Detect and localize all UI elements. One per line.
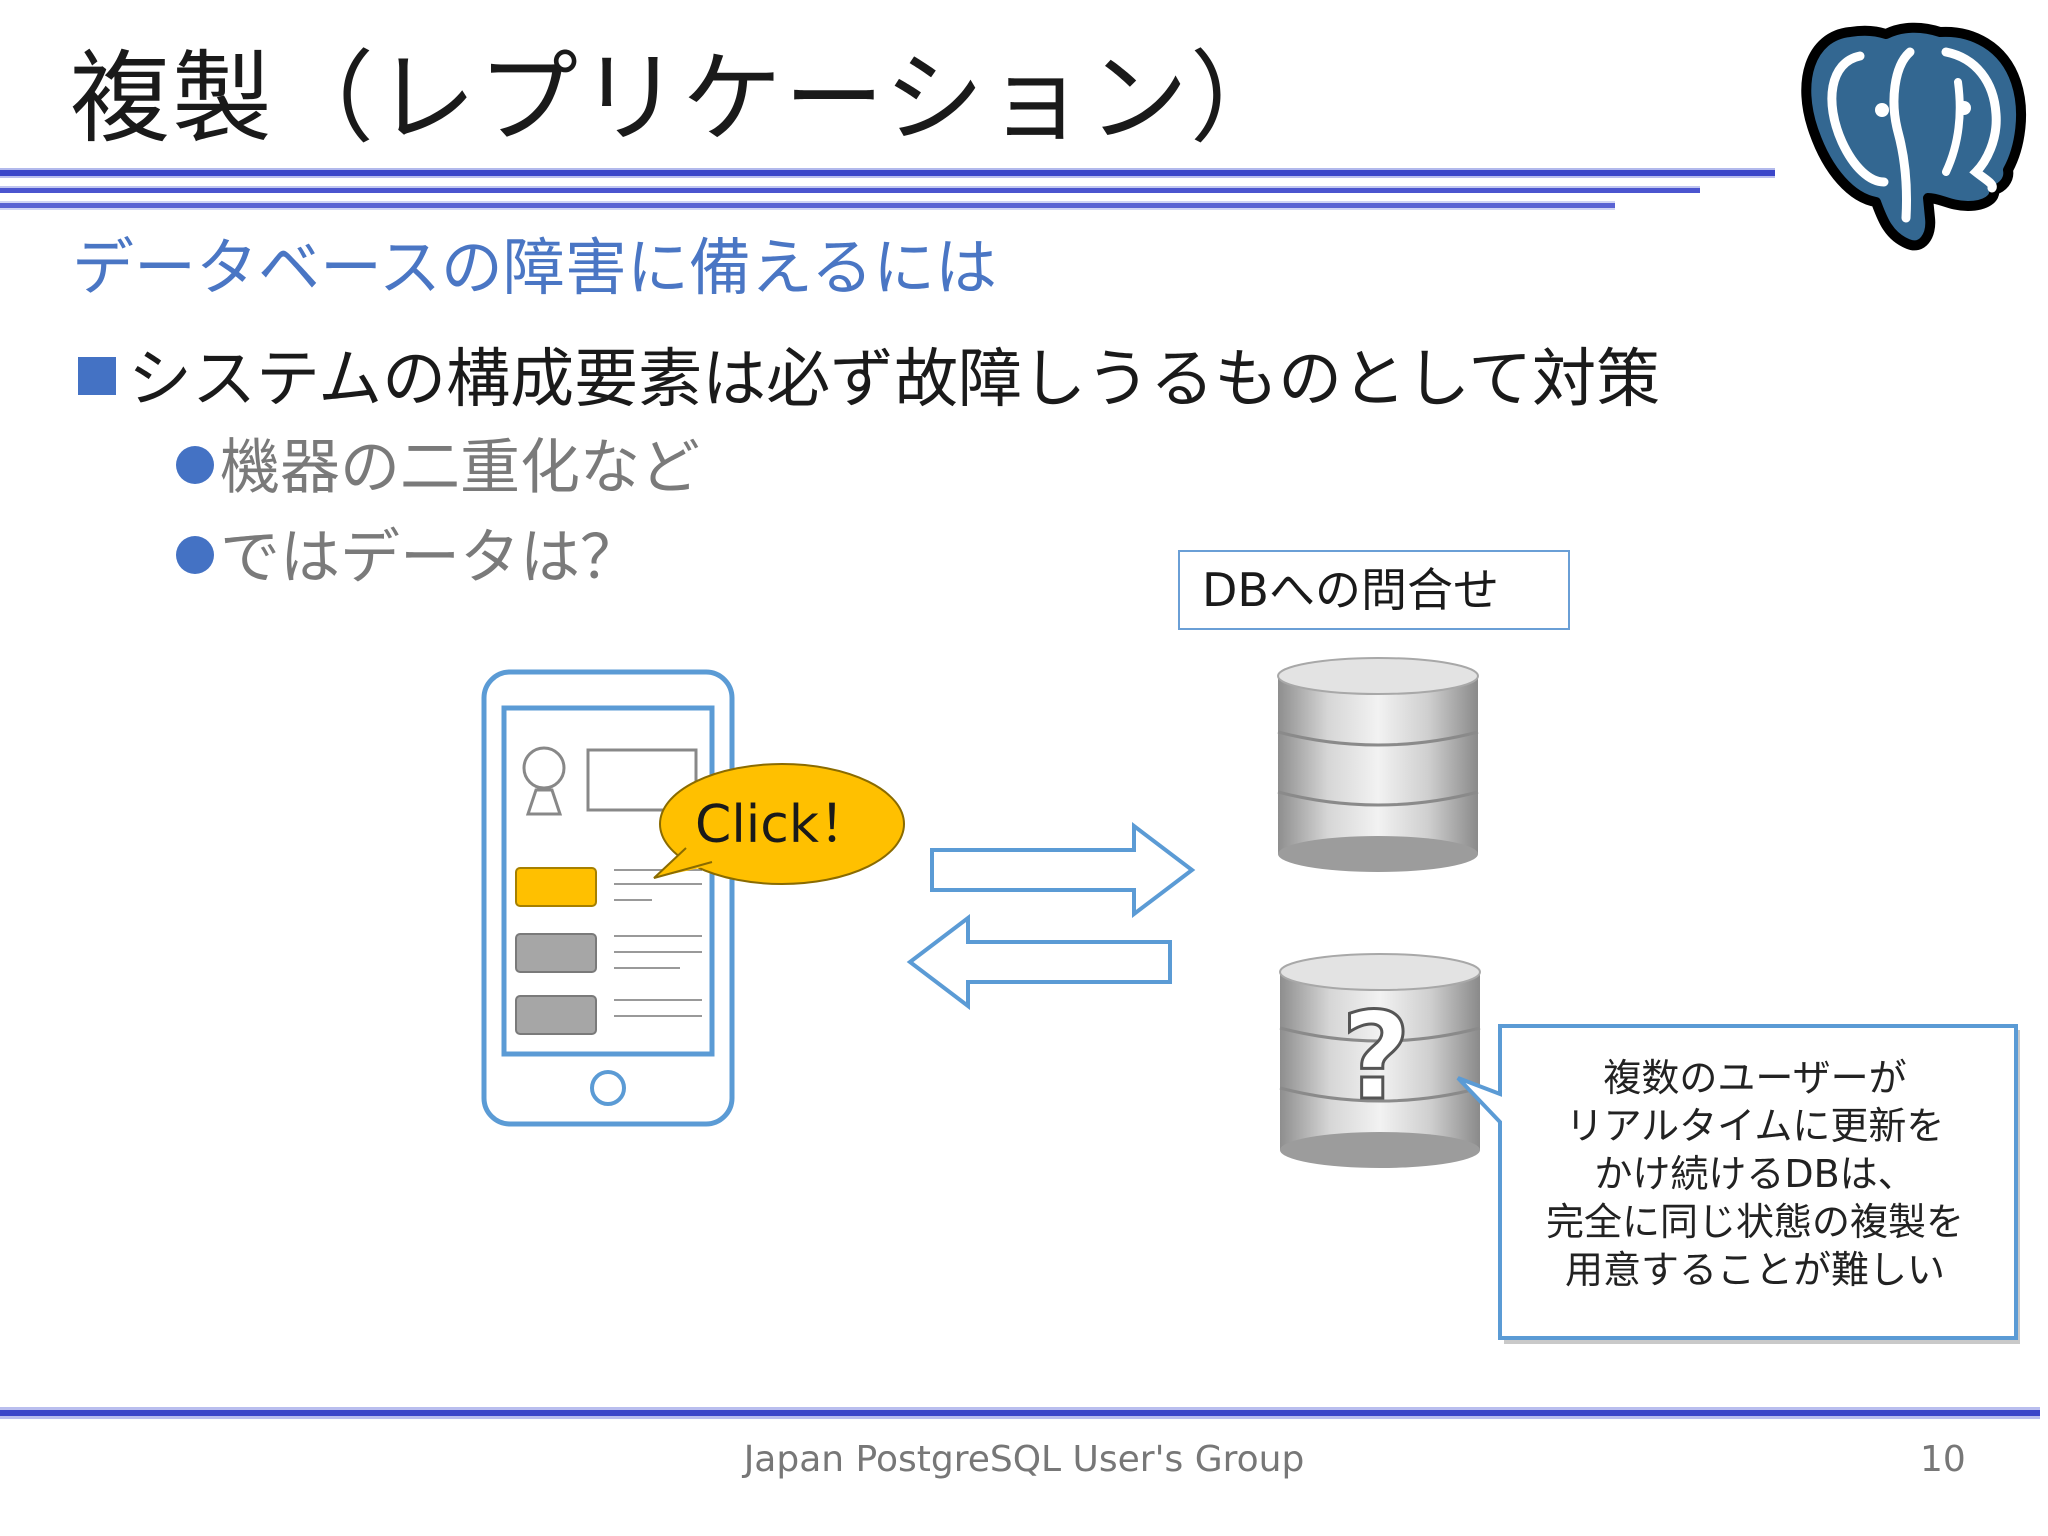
title-divider — [0, 168, 1775, 210]
sub-bullet-text: ではデータは？ — [220, 523, 640, 593]
database-cylinder-icon — [1277, 657, 1479, 872]
arrow-left-icon — [906, 914, 1172, 1010]
note-line: かけ続けるDBは、 — [1594, 1152, 1916, 1196]
slide-title: 複製（レプリケーション） — [70, 40, 1292, 157]
note-line: 用意することが難しい — [1564, 1248, 1945, 1292]
sub-bullet-text: 機器の二重化など — [220, 433, 700, 503]
sub-bullet-item: ではデータは？ — [176, 518, 640, 598]
click-label: Click！ — [695, 795, 871, 855]
database-cylinder-icon: ? — [1279, 953, 1481, 1168]
page-number: 10 — [1920, 1439, 1966, 1480]
note-line: 完全に同じ状態の複製を — [1545, 1200, 1964, 1244]
circle-bullet-icon — [176, 536, 214, 574]
arrow-right-icon — [930, 822, 1196, 918]
note-line: リアルタイムに更新を — [1565, 1104, 1945, 1148]
note-line: 複数のユーザーが — [1603, 1056, 1907, 1100]
bullet-text: システムの構成要素は必ず故障しうるものとして対策 — [128, 343, 1661, 417]
square-bullet-icon — [78, 357, 116, 395]
bullet-item: システムの構成要素は必ず故障しうるものとして対策 — [78, 338, 1660, 422]
section-heading: データベースの障害に備えるには — [72, 231, 998, 304]
note-callout — [1456, 1024, 2020, 1344]
note-text: 複数のユーザーが リアルタイムに更新を かけ続けるDBは、 完全に同じ状態の複製… — [1505, 1054, 2005, 1294]
footer-organization: Japan PostgreSQL User's Group — [743, 1439, 1305, 1480]
circle-bullet-icon — [176, 446, 214, 484]
footer-divider — [0, 1407, 2040, 1419]
smartphone-icon — [481, 669, 735, 1127]
speech-bubble-icon — [653, 763, 905, 885]
question-mark: ? — [1341, 988, 1411, 1127]
db-query-label: DBへの問合せ — [1178, 550, 1570, 630]
sub-bullet-item: 機器の二重化など — [176, 428, 700, 508]
postgresql-elephant-icon — [1801, 22, 2026, 251]
